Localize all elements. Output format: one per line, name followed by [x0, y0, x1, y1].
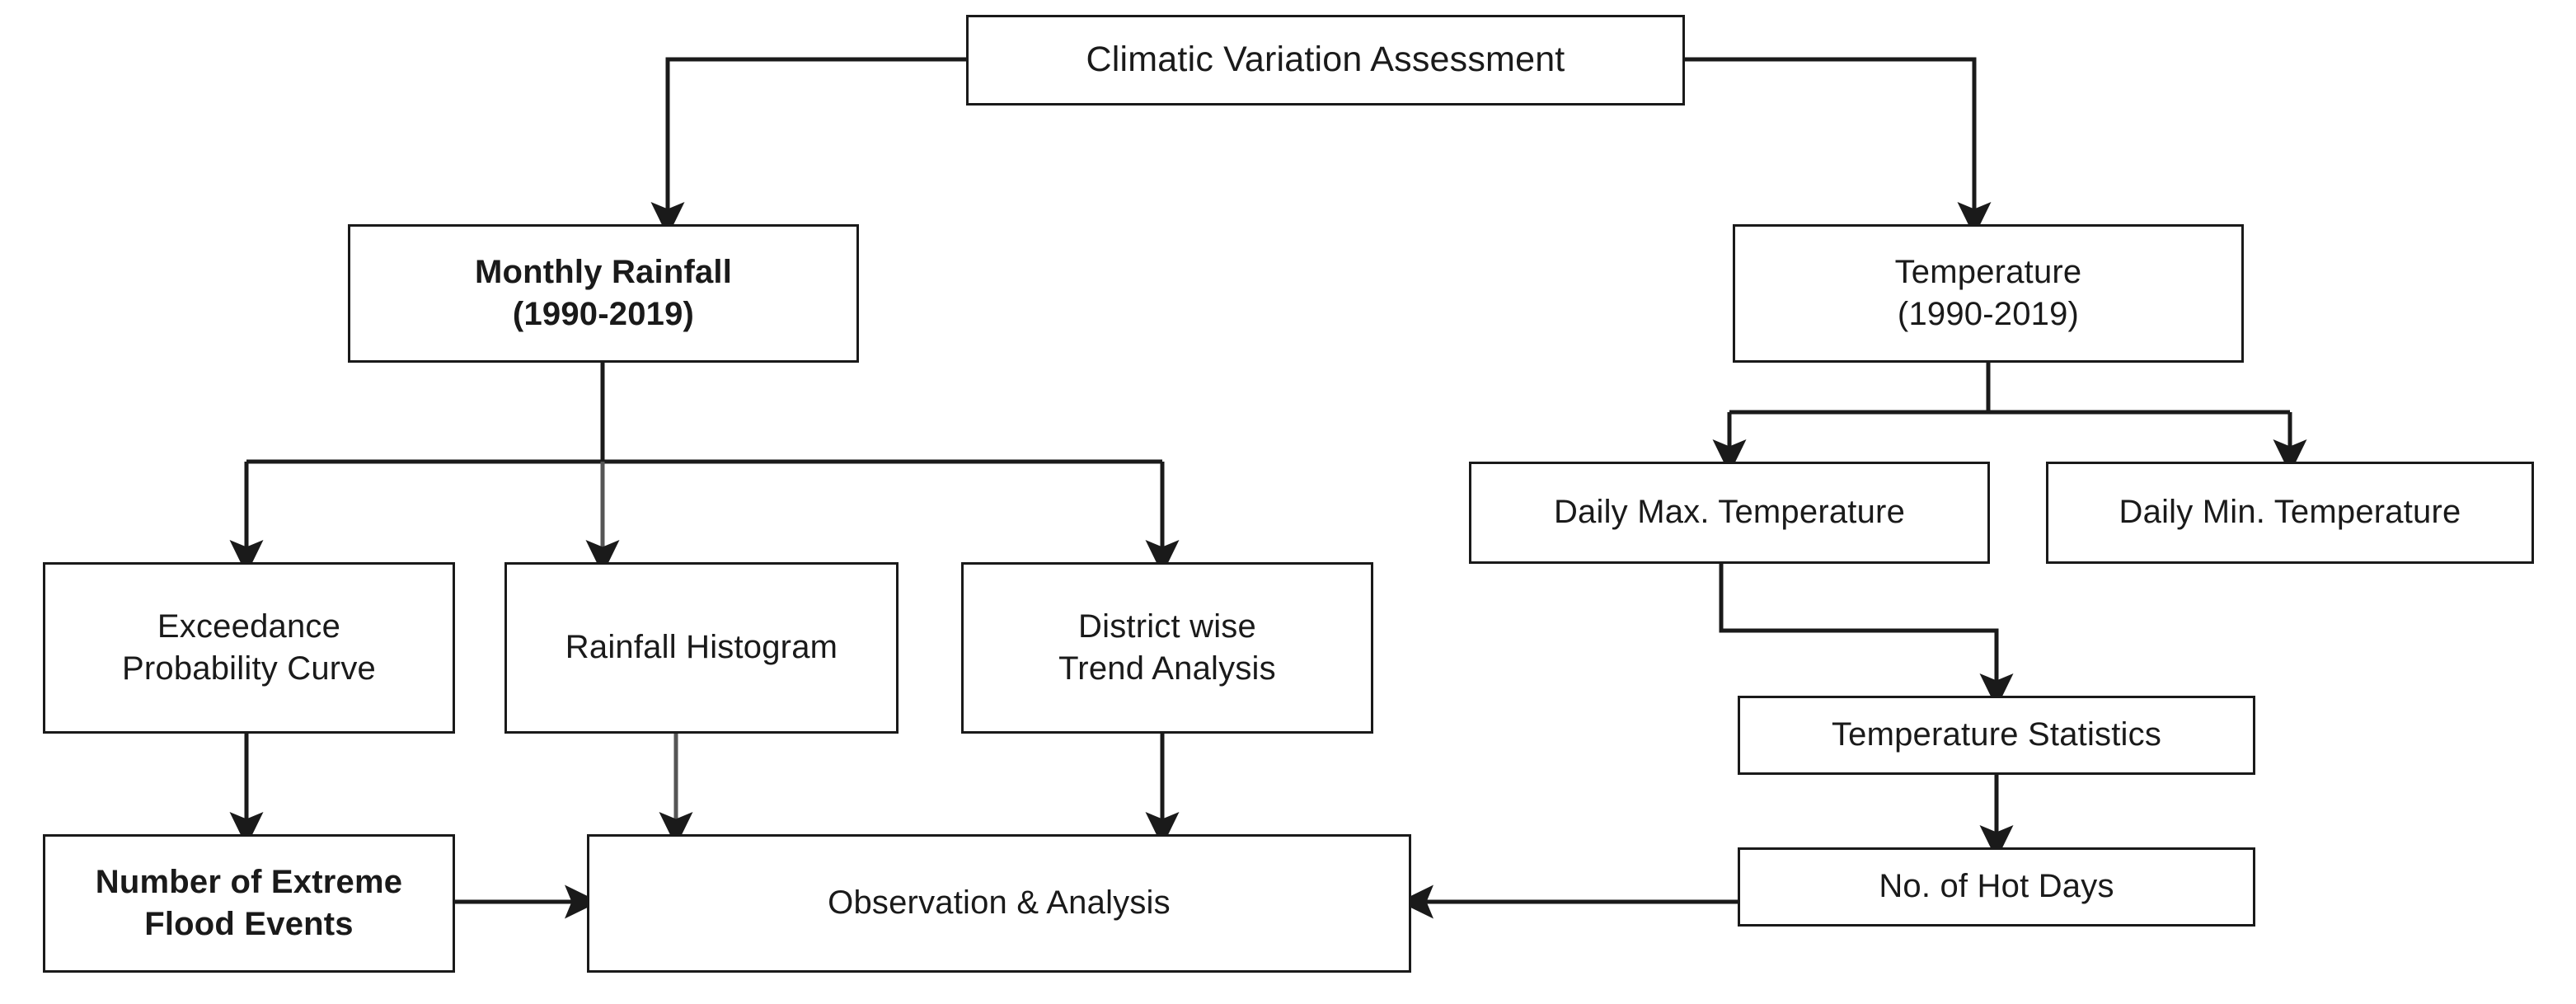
node-label: Temperature Statistics: [1831, 716, 2162, 753]
node-no-of-hot-days[interactable]: No. of Hot Days: [1738, 847, 2255, 927]
node-label: Temperature (1990-2019): [1894, 253, 2082, 332]
node-label: Exceedance Probability Curve: [122, 608, 376, 687]
edge-daily-max-to-temperature-statistics: [1719, 564, 2014, 709]
node-label: Daily Min. Temperature: [2119, 494, 2461, 531]
node-label: Daily Max. Temperature: [1553, 494, 1906, 531]
node-label: No. of Hot Days: [1879, 868, 2114, 905]
node-daily-max-temperature[interactable]: Daily Max. Temperature: [1469, 462, 1990, 564]
edge-root-to-monthly-rainfall: [650, 57, 966, 237]
node-label: Rainfall Histogram: [565, 629, 838, 666]
node-monthly-rainfall[interactable]: Monthly Rainfall (1990-2019): [348, 224, 859, 363]
node-label: Monthly Rainfall (1990-2019): [474, 253, 733, 332]
node-district-wise-trend-analysis[interactable]: District wise Trend Analysis: [961, 562, 1373, 734]
node-number-of-extreme-flood-events[interactable]: Number of Extreme Flood Events: [43, 834, 455, 973]
node-observation-and-analysis[interactable]: Observation & Analysis: [587, 834, 1411, 973]
node-label: Climatic Variation Assessment: [1086, 40, 1565, 80]
node-temperature[interactable]: Temperature (1990-2019): [1733, 224, 2244, 363]
node-label: Observation & Analysis: [828, 884, 1171, 922]
node-daily-min-temperature[interactable]: Daily Min. Temperature: [2046, 462, 2534, 564]
node-rainfall-histogram[interactable]: Rainfall Histogram: [504, 562, 899, 734]
node-label: Number of Extreme Flood Events: [95, 863, 403, 942]
node-label: District wise Trend Analysis: [1058, 608, 1276, 687]
node-temperature-statistics[interactable]: Temperature Statistics: [1738, 696, 2255, 775]
node-exceedance-probability-curve[interactable]: Exceedance Probability Curve: [43, 562, 455, 734]
edge-root-to-temperature: [1685, 57, 1992, 237]
node-climatic-variation-assessment[interactable]: Climatic Variation Assessment: [966, 15, 1685, 106]
